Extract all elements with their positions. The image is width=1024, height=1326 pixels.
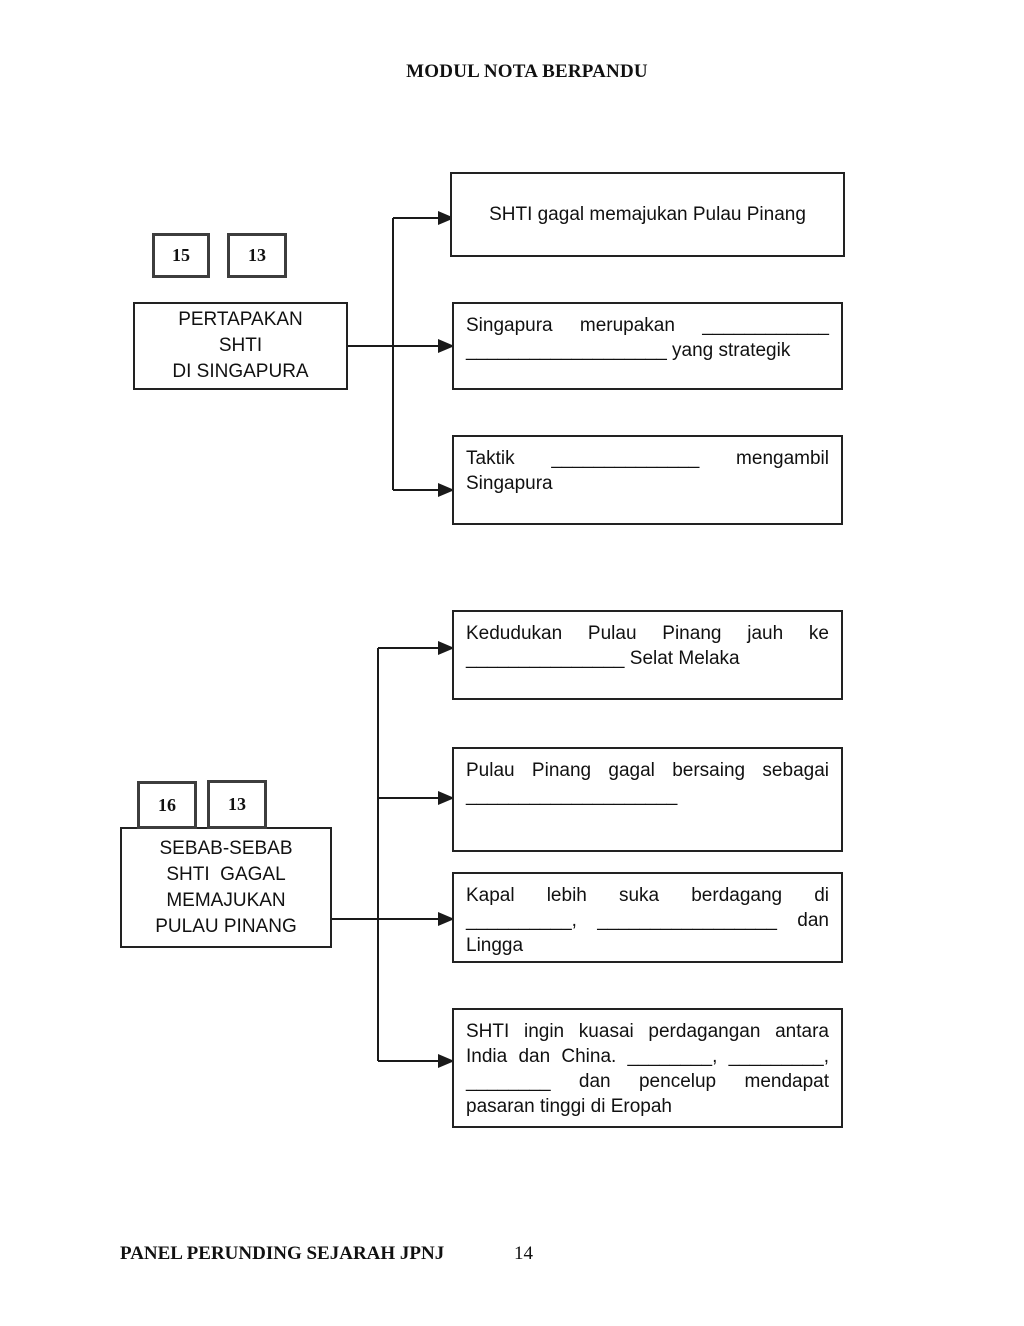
text-line: Kapal lebih suka berdagang di: [466, 885, 829, 906]
node-box-kedudukan: Kedudukan Pulau Pinang jauh ke _________…: [452, 610, 843, 700]
text-line: SHTI gagal memajukan Pulau Pinang: [489, 204, 806, 225]
arrowhead-icon: [438, 338, 455, 354]
arrowhead-icon: [438, 210, 455, 226]
node-box-gagal-bersaing: Pulau Pinang gagal bersaing sebagai ____…: [452, 747, 843, 852]
root-line: SHTI GAGAL: [166, 863, 286, 885]
tag-box-13: 13: [227, 233, 287, 278]
text-line: ____________________: [466, 785, 678, 806]
text-line: ________ dan pencelup mendapat: [466, 1071, 829, 1092]
text-line: Kedudukan Pulau Pinang jauh ke: [466, 623, 829, 644]
node-box-kuasai-perdagangan: SHTI ingin kuasai perdagangan antara Ind…: [452, 1008, 843, 1128]
node-box-shti-gagal: SHTI gagal memajukan Pulau Pinang: [450, 172, 845, 257]
root-box-pertapakan-shti: PERTAPAKAN SHTI DI SINGAPURA: [133, 302, 348, 390]
root-line: SEBAB-SEBAB: [159, 837, 293, 859]
page-title: MODUL NOTA BERPANDU: [406, 61, 648, 82]
root-line: PULAU PINANG: [155, 915, 297, 937]
tag-box-13: 13: [207, 780, 267, 829]
node-box-taktik-mengambil: Taktik ______________ mengambil Singapur…: [452, 435, 843, 525]
arrowhead-icon: [438, 911, 455, 927]
arrowhead-icon: [438, 1053, 455, 1069]
text-line: Pulau Pinang gagal bersaing sebagai: [466, 760, 829, 781]
root-line: DI SINGAPURA: [172, 361, 309, 382]
node-box-kapal-berdagang: Kapal lebih suka berdagang di __________…: [452, 872, 843, 963]
text-line: pasaran tinggi di Eropah: [466, 1096, 672, 1117]
root-line: MEMAJUKAN: [166, 889, 286, 911]
page-number: 14: [514, 1243, 533, 1264]
footer-label: PANEL PERUNDING SEJARAH JPNJ: [120, 1243, 445, 1264]
text-line: Singapura merupakan ____________: [466, 315, 829, 336]
text-line: Taktik ______________ mengambil: [466, 448, 829, 469]
node-box-singapura-strategik: Singapura merupakan ____________ _______…: [452, 302, 843, 390]
arrowhead-icon: [438, 482, 455, 498]
text-line: _______________ Selat Melaka: [466, 648, 740, 669]
arrowhead-icon: [438, 790, 455, 806]
root-line: PERTAPAKAN: [178, 309, 303, 330]
text-line: India dan China. ________, _________,: [466, 1046, 829, 1067]
root-line: SHTI: [218, 335, 263, 356]
text-line: ___________________ yang strategik: [466, 340, 791, 361]
tag-box-15: 15: [152, 233, 210, 278]
tag-box-16: 16: [137, 781, 197, 829]
text-line: SHTI ingin kuasai perdagangan antara: [466, 1021, 829, 1042]
root-box-sebab-sebab: SEBAB-SEBAB SHTI GAGAL MEMAJUKAN PULAU P…: [120, 827, 332, 948]
text-line: Singapura: [466, 473, 553, 494]
text-line: Lingga: [466, 935, 524, 956]
arrowhead-icon: [438, 640, 455, 656]
text-line: __________, _________________ dan: [466, 910, 829, 931]
